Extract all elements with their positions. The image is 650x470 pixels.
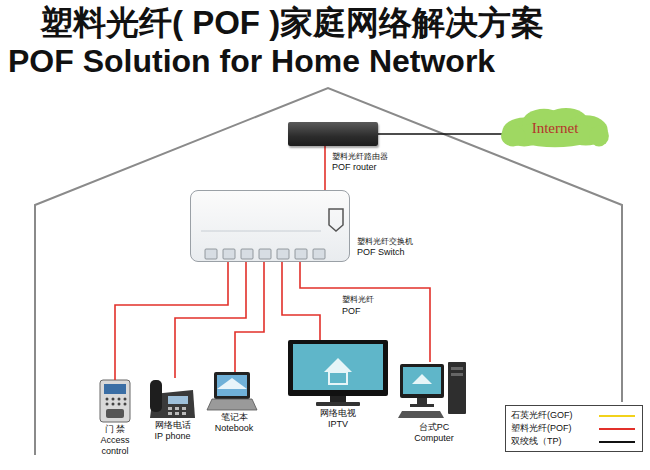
switch-label: POF Switch bbox=[357, 247, 413, 258]
connector bbox=[378, 133, 504, 135]
cloud-label: Internet bbox=[532, 119, 579, 137]
device-label: 台式PC bbox=[414, 422, 454, 433]
device-label: Notebook bbox=[215, 423, 254, 434]
device-label: Access control bbox=[93, 435, 137, 457]
fiber-label: 塑料光纤 bbox=[342, 295, 374, 305]
computer-icon bbox=[398, 362, 466, 418]
device-node: 网络电话IP phone bbox=[150, 378, 195, 418]
label-group: 台式PCComputer bbox=[414, 422, 454, 444]
device-label: 网络电视 bbox=[320, 408, 356, 419]
label-group: 网络电视IPTV bbox=[320, 408, 356, 430]
label-group: 塑料光纤交换机POF Switch bbox=[357, 237, 413, 257]
legend-line bbox=[597, 412, 637, 420]
fiber-label: POF bbox=[342, 306, 361, 317]
device-label: 门 禁 bbox=[93, 424, 137, 435]
legend-row: 石英光纤(GOF) bbox=[511, 409, 637, 422]
label-group: 门 禁Access control bbox=[93, 424, 137, 456]
title: 塑料光纤( POF )家庭网络解决方案 bbox=[40, 3, 544, 43]
legend-box: 石英光纤(GOF) 塑料光纤(POF) 双绞线（TP) bbox=[505, 405, 643, 452]
switch-box: 塑料光纤交换机POF Switch bbox=[190, 190, 350, 262]
label-wrap: POF bbox=[342, 306, 361, 317]
label-wrap: POF Solution for Home Network bbox=[8, 42, 495, 80]
device-node: 网络电视IPTV bbox=[288, 340, 388, 406]
router-label: 塑料光纤路由器 bbox=[332, 152, 388, 162]
legend-row: 双绞线（TP) bbox=[511, 435, 637, 448]
house-outline bbox=[35, 88, 622, 455]
device-label: IP phone bbox=[155, 431, 191, 442]
device-label: 网络电话 bbox=[155, 420, 191, 431]
device-label: IPTV bbox=[320, 419, 356, 430]
legend-row: 塑料光纤(POF) bbox=[511, 422, 637, 435]
text-holder: Internet bbox=[500, 108, 610, 148]
router-label: POF router bbox=[332, 162, 388, 173]
notebook-icon bbox=[207, 372, 257, 410]
connector bbox=[300, 262, 430, 362]
access-control-icon bbox=[100, 380, 130, 422]
device-label: Computer bbox=[414, 433, 454, 444]
iptv-icon bbox=[288, 340, 388, 406]
connector bbox=[235, 262, 264, 372]
connector bbox=[115, 262, 228, 380]
ip-phone-icon bbox=[150, 380, 195, 418]
legend-line bbox=[597, 438, 637, 446]
legend-line bbox=[597, 425, 637, 433]
device-node: 笔记本Notebook bbox=[210, 372, 258, 412]
device-node: 台式PCComputer bbox=[400, 362, 468, 420]
legend-label: 塑料光纤(POF) bbox=[511, 423, 572, 434]
switch-label: 塑料光纤交换机 bbox=[357, 237, 413, 247]
switch-ports bbox=[191, 191, 351, 263]
legend-label: 石英光纤(GOF) bbox=[511, 410, 573, 421]
connector bbox=[324, 146, 326, 190]
device-node: 门 禁Access control bbox=[100, 380, 130, 422]
connector bbox=[282, 262, 320, 340]
subtitle: POF Solution for Home Network bbox=[8, 42, 495, 80]
legend-label: 双绞线（TP) bbox=[511, 436, 562, 447]
title-block: 塑料光纤( POF )家庭网络解决方案 bbox=[40, 3, 544, 43]
label-group: 笔记本Notebook bbox=[215, 412, 254, 434]
cloud-node: Internet bbox=[500, 108, 610, 148]
label-group: 塑料光纤路由器POF router bbox=[332, 152, 388, 172]
device-label: 笔记本 bbox=[215, 412, 254, 423]
label-group: 网络电话IP phone bbox=[155, 420, 191, 442]
router-box: 塑料光纤路由器POF router bbox=[288, 122, 378, 146]
label-wrap: 塑料光纤 bbox=[342, 295, 374, 305]
